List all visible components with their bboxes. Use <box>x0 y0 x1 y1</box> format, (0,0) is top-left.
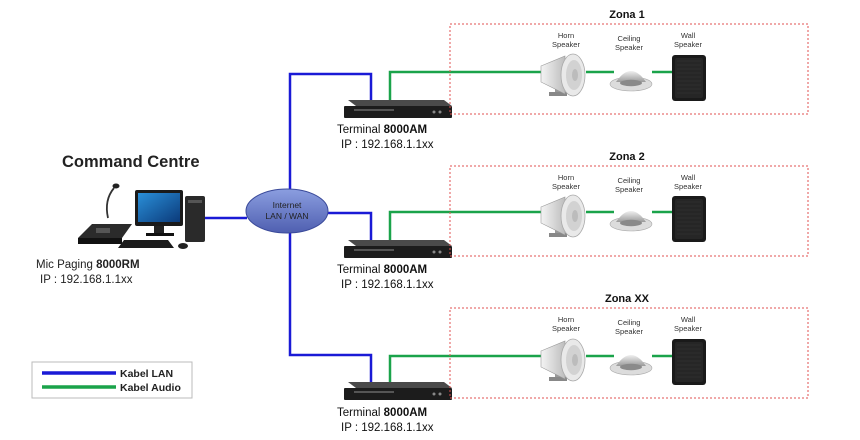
wall-speaker-label-line1: Wall <box>681 173 696 182</box>
terminal-1: Terminal 8000AM IP : 192.168.1.1xx <box>337 100 452 151</box>
command-centre-title: Command Centre <box>62 153 200 171</box>
lan-cable-terminal-3 <box>288 232 373 385</box>
terminal-3-model: 8000AM <box>384 407 427 419</box>
terminal-1-label: Terminal 8000AM <box>337 124 427 136</box>
horn-speaker-icon <box>540 53 586 97</box>
rack-terminal-icon <box>344 240 452 258</box>
zone-2-title: Zona 2 <box>609 151 644 163</box>
ceiling-speaker-icon <box>609 210 653 232</box>
terminal-1-ip: IP : 192.168.1.1xx <box>341 139 434 151</box>
horn-speaker-label-line2: Speaker <box>552 324 580 333</box>
audio-cable-zone-1 <box>388 70 541 104</box>
mic-paging-console-icon <box>78 183 132 244</box>
audio-cables <box>388 70 672 385</box>
terminal-3-prefix: Terminal <box>337 407 384 419</box>
wall-speaker-icon <box>671 195 707 243</box>
lan-wan-label: LAN / WAN <box>265 211 308 221</box>
zone-xx-title: Zona XX <box>605 293 650 305</box>
wall-speaker-icon <box>671 338 707 386</box>
legend: Kabel LAN Kabel Audio <box>31 361 193 399</box>
internet-label: Internet <box>273 200 302 210</box>
wall-speaker-label-line1: Wall <box>681 31 696 40</box>
zone-1: Zona 1 Horn Speaker Ceiling Speaker Wall… <box>449 9 809 115</box>
horn-speaker-label-line2: Speaker <box>552 40 580 49</box>
ceiling-speaker-label-line1: Ceiling <box>618 318 641 327</box>
lan-cable-terminal-2 <box>327 211 373 243</box>
ceiling-speaker-icon <box>609 70 653 92</box>
command-centre-device-model: 8000RM <box>96 259 139 271</box>
command-centre-device-label: Mic Paging 8000RM <box>36 259 140 271</box>
terminal-2: Terminal 8000AM IP : 192.168.1.1xx <box>337 240 452 291</box>
terminal-2-label: Terminal 8000AM <box>337 264 427 276</box>
command-centre-device-prefix: Mic Paging <box>36 259 96 271</box>
legend-lan-label: Kabel LAN <box>120 368 173 380</box>
horn-speaker-label-line1: Horn <box>558 31 574 40</box>
command-centre-ip: IP : 192.168.1.1xx <box>40 274 133 286</box>
wall-speaker-icon <box>671 54 707 102</box>
wall-speaker-label-line2: Speaker <box>674 40 702 49</box>
wall-speaker-label-line2: Speaker <box>674 182 702 191</box>
zone-1-title: Zona 1 <box>609 9 644 21</box>
terminal-3-ip: IP : 192.168.1.1xx <box>341 422 434 434</box>
terminal-2-prefix: Terminal <box>337 264 384 276</box>
computer-icon <box>118 190 205 249</box>
ceiling-speaker-label-line2: Speaker <box>615 43 643 52</box>
terminal-3-label: Terminal 8000AM <box>337 407 427 419</box>
zone-xx: Zona XX Horn Speaker Ceiling Speaker Wal… <box>449 293 809 399</box>
terminal-1-model: 8000AM <box>384 124 427 136</box>
ceiling-speaker-label-line2: Speaker <box>615 327 643 336</box>
horn-speaker-icon <box>540 194 586 238</box>
audio-cable-zone-2 <box>388 210 541 243</box>
legend-box <box>31 361 193 399</box>
ceiling-speaker-label-line1: Ceiling <box>618 34 641 43</box>
lan-cables <box>200 72 373 385</box>
terminal-2-model: 8000AM <box>384 264 427 276</box>
ceiling-speaker-icon <box>609 354 653 376</box>
zone-2: Zona 2 Horn Speaker Ceiling Speaker Wall… <box>449 151 809 257</box>
command-centre: Command Centre Mic Paging 8000RM IP : 19… <box>36 153 205 286</box>
wall-speaker-label-line1: Wall <box>681 315 696 324</box>
terminal-1-prefix: Terminal <box>337 124 384 136</box>
terminal-2-ip: IP : 192.168.1.1xx <box>341 279 434 291</box>
terminal-3: Terminal 8000AM IP : 192.168.1.1xx <box>337 382 452 434</box>
rack-terminal-icon <box>344 382 452 400</box>
horn-speaker-label-line1: Horn <box>558 173 574 182</box>
rack-terminal-icon <box>344 100 452 118</box>
internet-lan-wan-node: Internet LAN / WAN <box>245 188 329 234</box>
horn-speaker-icon <box>540 338 586 382</box>
lan-cable-trunk <box>288 72 373 205</box>
audio-cable-zone-3 <box>388 354 541 385</box>
ceiling-speaker-label-line1: Ceiling <box>618 176 641 185</box>
horn-speaker-label-line2: Speaker <box>552 182 580 191</box>
horn-speaker-label-line1: Horn <box>558 315 574 324</box>
legend-audio-label: Kabel Audio <box>120 382 181 394</box>
wall-speaker-label-line2: Speaker <box>674 324 702 333</box>
ceiling-speaker-label-line2: Speaker <box>615 185 643 194</box>
